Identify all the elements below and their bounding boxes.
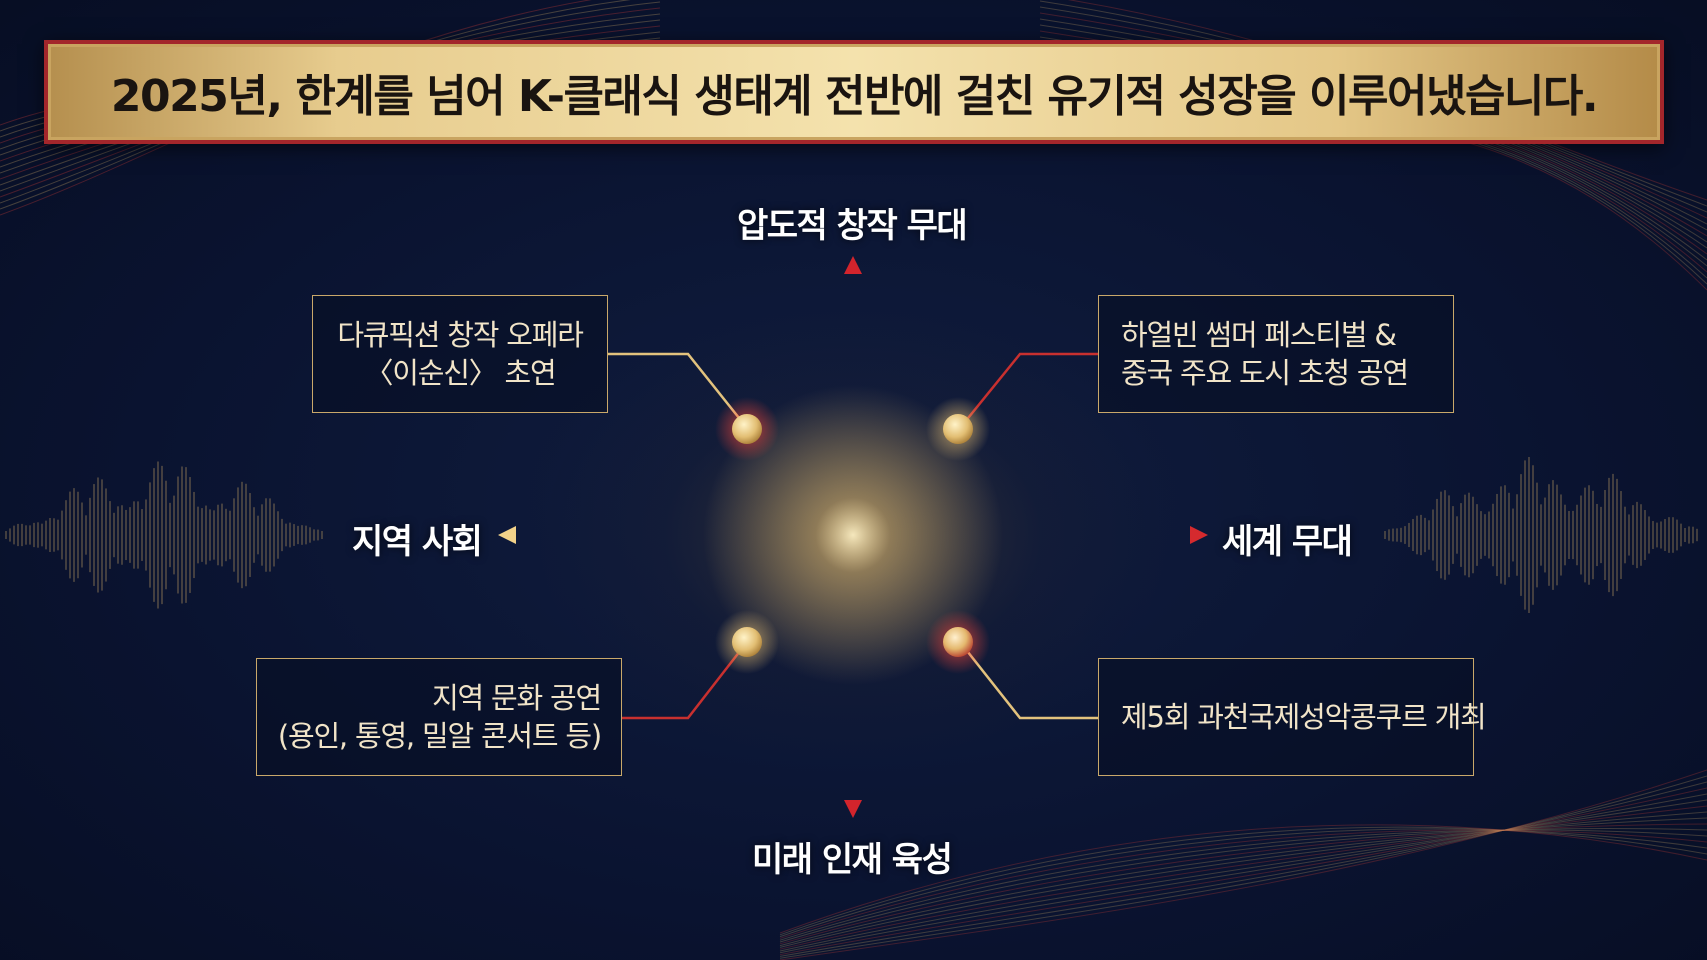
header-banner: 2025년, 한계를 넘어 K-클래식 생태계 전반에 걸친 유기적 성장을 이… [44,40,1664,144]
box-text-line: 다큐픽션 창작 오페라 [337,318,584,352]
connector-top-left [608,352,748,429]
decorative-curve [779,824,1707,934]
decorative-curve [779,823,1707,945]
node-top-left [715,397,779,461]
decorative-curve [779,787,1707,956]
axis-label-left: 지역 사회 [352,522,483,562]
decorative-curve [779,781,1707,957]
decorative-curve [779,817,1707,947]
decorative-curve [779,811,1707,948]
quadrant-box-top-left: 다큐픽션 창작 오페라 〈이순신〉 초연 [312,295,608,413]
node-top-right [926,397,990,461]
decorative-curve [779,827,1707,943]
axis-label-top: 압도적 창작 무대 [737,206,968,246]
down-arrowhead [844,800,862,818]
right-arrowhead [1190,526,1208,544]
box-text-line: 중국 주요 도시 초청 공연 [1121,356,1409,390]
decorative-curve [779,829,1707,939]
connector-bottom-left [622,641,748,720]
axis-label-right: 세계 무대 [1222,522,1353,562]
vertical-axis [844,256,862,818]
quadrant-box-bottom-right: 제5회 과천국제성악콩쿠르 개최 [1098,658,1487,776]
decorative-curve [779,793,1707,954]
box-text-line: (용인, 통영, 밀알 콘서트 등) [277,719,602,753]
decorative-curve [779,799,1707,952]
quadrant-box-top-right: 하얼빈 썸머 페스티벌 & 중국 주요 도시 초청 공연 [1098,295,1454,413]
box-text-line: 〈이순신〉 초연 [364,356,556,390]
decorative-curve [779,775,1707,959]
up-arrowhead [844,256,862,274]
decorative-curve [779,828,1707,938]
node-bottom-left [715,610,779,674]
connector-bottom-right [959,641,1098,720]
decorative-curve [779,829,1707,941]
axis-label-bottom: 미래 인재 육성 [752,840,953,880]
box-text-line: 지역 문화 공연 [432,681,602,715]
node-bottom-right [926,610,990,674]
page-title: 2025년, 한계를 넘어 K-클래식 생태계 전반에 걸친 유기적 성장을 이… [110,71,1599,122]
box-text-line: 하얼빈 썸머 페스티벌 & [1121,318,1397,352]
quadrant-box-bottom-left: 지역 문화 공연 (용인, 통영, 밀알 콘서트 등) [256,658,622,776]
decorative-curve [779,769,1707,960]
connector-top-right [959,352,1098,429]
decorative-curve [779,826,1707,936]
box-text-line: 제5회 과천국제성악콩쿠르 개최 [1121,700,1487,734]
left-arrowhead [498,526,516,544]
decorative-curve [779,805,1707,950]
decorative-soundwave-left [5,461,323,609]
decorative-soundwave-right [1384,457,1698,613]
